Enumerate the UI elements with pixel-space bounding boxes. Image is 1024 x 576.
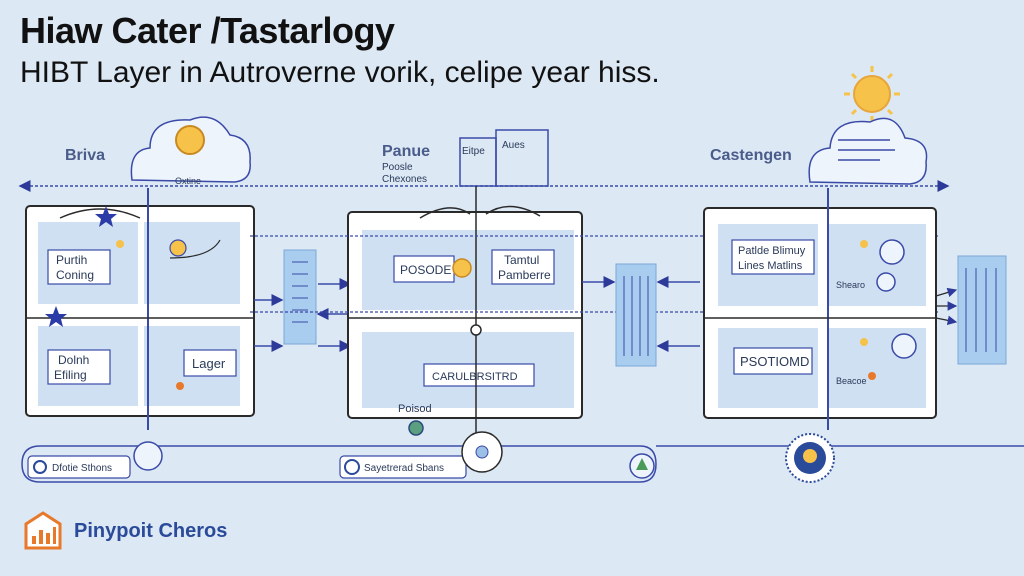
box-carulbrsitrd (423, 363, 535, 387)
left-vertical-panel (283, 249, 317, 345)
bottom-bus (21, 445, 657, 483)
svg-text:Beacoe: Beacoe (836, 376, 867, 386)
bottom-pill-middle[interactable] (339, 455, 467, 479)
svg-text:Pamberre: Pamberre (498, 268, 551, 282)
box-tamtul (491, 249, 555, 285)
sun-icon (844, 66, 900, 122)
section-sub-middle-1: Poosle (382, 162, 413, 173)
footer-brand: Pinypoit Cheros (22, 510, 227, 552)
svg-text:Dfotie Sthons: Dfotie Sthons (52, 463, 112, 474)
node-icon (408, 420, 424, 436)
coin-icon (452, 258, 472, 278)
middle-top-tabs: Eitpe Aues (459, 129, 549, 187)
page-title: Hiaw Cater /Tastarlogy (20, 10, 395, 51)
ring-icon (33, 460, 47, 474)
right-vertical-panel (615, 263, 657, 367)
svg-text:Coning: Coning (56, 268, 94, 282)
tab-label-1: Eitpe (462, 146, 485, 157)
box-dolnh (47, 349, 111, 385)
small-dial-icon (879, 239, 905, 265)
svg-text:POSODE: POSODE (400, 263, 451, 277)
right-group: Patlde Blimuy Lines Matlins PSOTIOMD She… (703, 188, 937, 430)
box-patlde (731, 239, 815, 275)
box-psotiomd (733, 347, 813, 375)
svg-text:Shearo: Shearo (836, 280, 865, 290)
svg-text:Lines Matlins: Lines Matlins (738, 260, 803, 272)
svg-text:Purtih: Purtih (56, 253, 87, 267)
middle-group: POSODE Tamtul Pamberre CARULBRSITRD Pois… (347, 186, 583, 440)
lock-icon (133, 441, 163, 471)
section-sub-middle-2: Chexones (382, 174, 427, 185)
bottom-pill-left[interactable] (27, 455, 131, 479)
section-label-middle: Panue (382, 143, 430, 160)
ring-icon-2 (344, 459, 360, 475)
section-label-left: Briva (65, 147, 105, 164)
svg-text:PSOTIOMD: PSOTIOMD (740, 354, 809, 369)
svg-text:Efiling: Efiling (54, 368, 87, 382)
small-gear-icon (169, 239, 187, 257)
box-purtih (47, 249, 111, 285)
far-right-panel (957, 255, 1007, 365)
gear-icon (175, 125, 205, 155)
brand-name: Pinypoit Cheros (74, 519, 228, 542)
brand-logo-icon (24, 511, 62, 550)
svg-text:Dolnh: Dolnh (58, 353, 89, 367)
page-subtitle: HIBT Layer in Autroverne vorik, celipe y… (20, 56, 660, 89)
left-group: Purtih Coning Dolnh Efiling Lager (25, 188, 255, 430)
box-lager (183, 349, 237, 377)
svg-text:Sayetrerad Sbans: Sayetrerad Sbans (364, 463, 444, 474)
left-cloud-label: Oxtine (175, 176, 201, 186)
svg-text:Patlde Blimuy: Patlde Blimuy (738, 245, 806, 257)
left-cloud: Oxtine (130, 116, 251, 186)
right-cloud (808, 117, 928, 185)
section-label-right: Castengen (710, 147, 792, 164)
box-posode (393, 255, 455, 283)
svg-text:Tamtul: Tamtul (504, 253, 539, 267)
small-dial-icon-2 (891, 333, 917, 359)
svg-text:CARULBRSITRD: CARULBRSITRD (432, 371, 518, 383)
svg-text:Poisod: Poisod (398, 403, 432, 415)
svg-text:Lager: Lager (192, 356, 226, 371)
tab-label-2: Aues (502, 140, 525, 151)
